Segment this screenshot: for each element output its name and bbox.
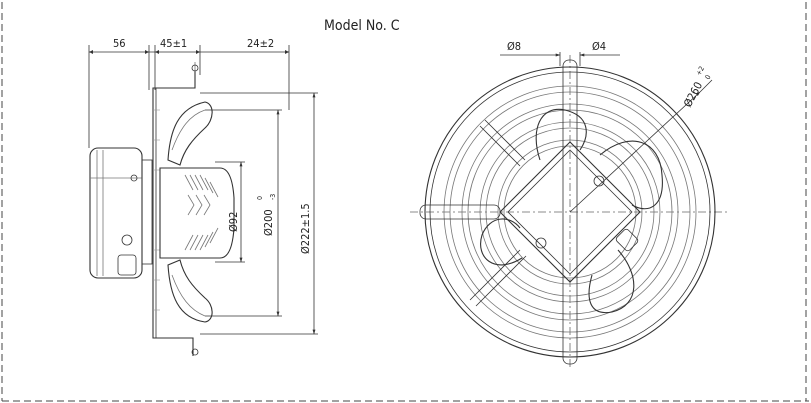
model-title: Model No. C — [324, 18, 400, 34]
dim-wire-diameter: Ø4 — [592, 40, 606, 53]
mount-hole-upper — [593, 175, 605, 187]
dim-mount-tol-upper: +2 — [695, 65, 706, 77]
motor-plate — [499, 141, 641, 283]
blade-lower — [167, 259, 213, 323]
hub-fins — [184, 174, 219, 251]
side-view: 56 45±1 24±2 — [88, 37, 318, 356]
guard-rings — [424, 66, 716, 358]
dim-motor-length: 56 — [113, 37, 126, 50]
rotor-hub — [159, 167, 235, 259]
front-view: Ø8 Ø4 Ø260 +2 0 — [410, 40, 730, 370]
dim-blade-tol-upper: 0 — [256, 196, 264, 200]
dim-offset: 45±1 — [160, 37, 187, 50]
dim-hole-diameter: Ø8 — [507, 40, 521, 53]
dim-blade-depth: 24±2 — [247, 37, 274, 50]
dim-blade-diameter: Ø200 — [262, 209, 275, 236]
dim-mount-tol-lower: 0 — [704, 74, 713, 81]
dim-mount-diameter: Ø260 — [681, 80, 705, 110]
junction-box — [615, 228, 639, 252]
guard-spokes — [419, 59, 578, 365]
fan-blades — [480, 108, 663, 314]
mount-hole-lower — [535, 237, 547, 249]
dim-guard-diameter: Ø222±1.5 — [299, 203, 312, 254]
blade-upper — [167, 101, 213, 166]
motor-housing — [89, 147, 143, 279]
guard-ribs — [153, 109, 160, 311]
guard-bracket — [152, 70, 196, 356]
dim-blade-tol-lower: -3 — [269, 194, 277, 200]
dim-hub-diameter: Ø92 — [227, 212, 240, 232]
cable-gland — [121, 234, 133, 246]
